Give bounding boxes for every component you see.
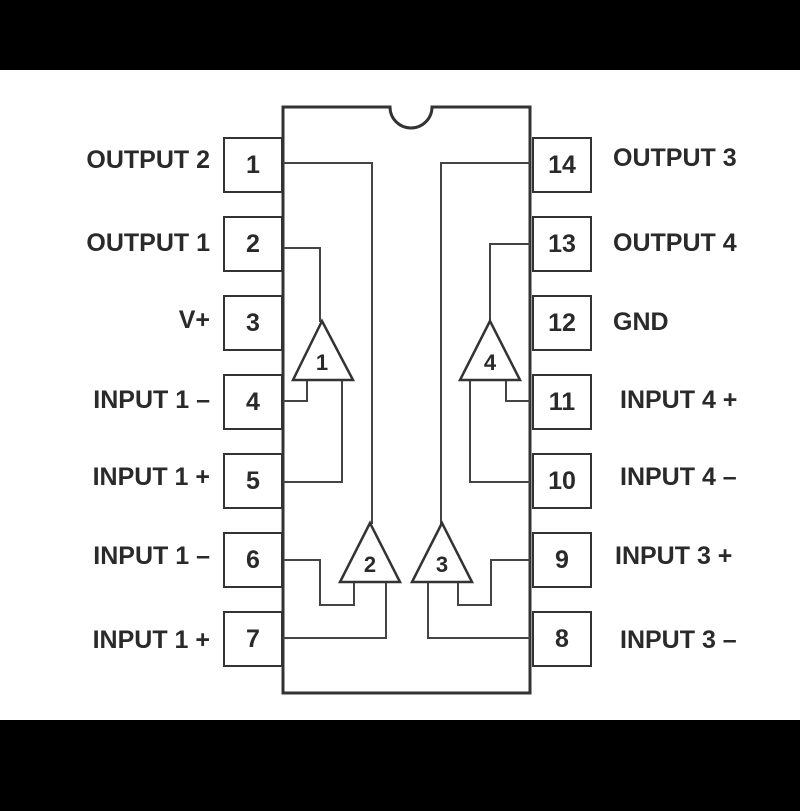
pin-box-11: 11 bbox=[532, 374, 592, 430]
opamp-4-number: 4 bbox=[484, 350, 497, 375]
ic-body bbox=[281, 105, 532, 695]
pin-box-6: 6 bbox=[223, 532, 283, 588]
pin-box-10: 10 bbox=[532, 453, 592, 509]
diagram-panel bbox=[0, 70, 800, 720]
pin-box-8: 8 bbox=[532, 611, 592, 667]
pin-label-10: INPUT 4 – bbox=[620, 463, 737, 491]
opamp-2-number: 2 bbox=[364, 552, 376, 577]
pin-label-4: INPUT 1 – bbox=[93, 386, 210, 414]
pin-label-9: INPUT 3 + bbox=[615, 542, 733, 570]
pin-label-14: OUTPUT 3 bbox=[613, 144, 737, 172]
pin-box-1: 1 bbox=[223, 137, 283, 193]
pin-box-12: 12 bbox=[532, 295, 592, 351]
pin-label-7: INPUT 1 + bbox=[92, 626, 210, 654]
pin-box-9: 9 bbox=[532, 532, 592, 588]
pin-label-11: INPUT 4 + bbox=[620, 386, 738, 414]
pin-box-14: 14 bbox=[532, 137, 592, 193]
wiring bbox=[283, 162, 530, 639]
opamp-4-symbol bbox=[457, 318, 523, 382]
pin-box-7: 7 bbox=[223, 611, 283, 667]
pin-box-13: 13 bbox=[532, 216, 592, 272]
pin-label-5: INPUT 1 + bbox=[92, 463, 210, 491]
opamp-2-symbol bbox=[337, 520, 403, 584]
pin-label-13: OUTPUT 4 bbox=[613, 229, 737, 257]
opamp-3-symbol bbox=[409, 520, 475, 584]
pin-box-4: 4 bbox=[223, 374, 283, 430]
pin-box-2: 2 bbox=[223, 216, 283, 272]
opamp-3-number: 3 bbox=[436, 552, 448, 577]
pin-label-1: OUTPUT 2 bbox=[86, 146, 210, 174]
pin-label-12: GND bbox=[613, 308, 669, 336]
pin-label-3: V+ bbox=[178, 306, 210, 334]
pin-label-6: INPUT 1 – bbox=[93, 542, 210, 570]
opamp-1-number: 1 bbox=[316, 350, 328, 375]
pin-label-2: OUTPUT 1 bbox=[86, 229, 210, 257]
opamp-1-symbol bbox=[290, 318, 356, 382]
pin-label-8: INPUT 3 – bbox=[620, 626, 737, 654]
